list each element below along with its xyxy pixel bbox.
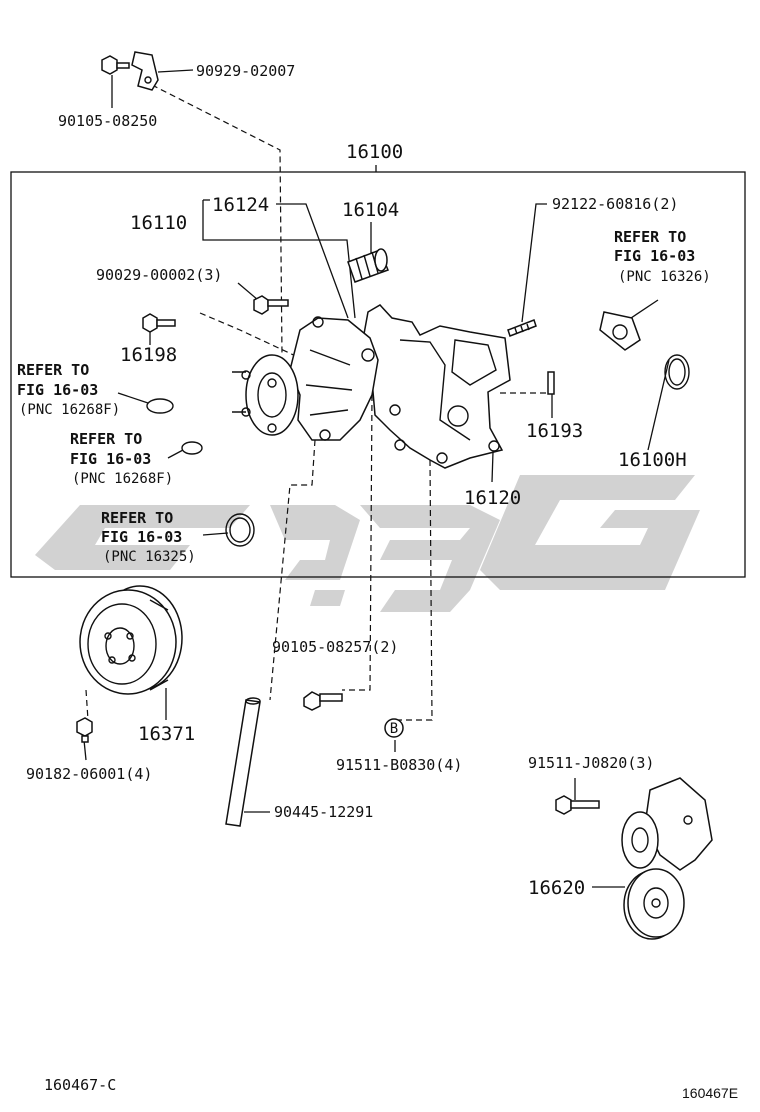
ref-16268f-b-line1: REFER TO (70, 430, 142, 448)
b-marker-label: B (390, 721, 398, 737)
label-16120: 16120 (464, 487, 521, 509)
water-pump-assembly[interactable] (232, 304, 511, 469)
label-16193: 16193 (526, 420, 583, 442)
bracket-part[interactable] (131, 51, 159, 91)
o-ring-16268f-a[interactable] (146, 398, 174, 414)
bolt-91511-j0820-part[interactable] (555, 795, 600, 815)
label-90929-02007: 90929-02007 (196, 62, 295, 80)
gasket-16326-part[interactable] (599, 311, 641, 351)
label-92122-60816: 92122-60816(2) (552, 195, 678, 213)
seal-ring-16325[interactable] (225, 513, 255, 547)
label-16124: 16124 (212, 194, 269, 216)
watermark-logo (35, 475, 700, 612)
bolt-90029-part[interactable] (253, 295, 289, 315)
label-90182-06001: 90182-06001(4) (26, 765, 152, 783)
ref-16326-line1: REFER TO (614, 228, 686, 246)
label-16371: 16371 (138, 723, 195, 745)
bolt-90105-part[interactable] (101, 55, 130, 75)
label-90105-08250: 90105-08250 (58, 112, 157, 130)
ref-16325-line2: FIG 16-03 (101, 528, 182, 546)
reference-note-16326: REFER TO FIG 16-03 (PNC 16326) (614, 228, 711, 285)
ref-16268f-a-line3: (PNC 16268F) (19, 402, 120, 418)
label-16110: 16110 (130, 212, 187, 234)
label-91511-b0830: 91511-B0830(4) (336, 756, 462, 774)
ref-16326-line3: (PNC 16326) (618, 269, 711, 285)
label-90105-08257: 90105-08257(2) (272, 638, 398, 656)
o-ring-16268f-b[interactable] (181, 441, 203, 455)
ref-16325-line3: (PNC 16325) (103, 549, 196, 565)
ref-16325-line1: REFER TO (101, 509, 173, 527)
bolt-90182-part[interactable] (76, 717, 93, 743)
assembly-box-16100 (10, 171, 746, 578)
ref-16268f-b-line3: (PNC 16268F) (72, 471, 173, 487)
label-90445-12291: 90445-12291 (274, 803, 373, 821)
image-code: 160467E (682, 1085, 738, 1101)
label-16198: 16198 (120, 344, 177, 366)
label-16620: 16620 (528, 877, 585, 899)
label-91511-j0820: 91511-J0820(3) (528, 754, 654, 772)
stud-92122-part[interactable] (507, 319, 537, 337)
bolt-90105-08257-part[interactable] (303, 691, 343, 711)
reference-note-16268f-b: REFER TO FIG 16-03 (PNC 16268F) (70, 430, 173, 487)
plug-16104-part[interactable] (347, 248, 389, 283)
dashed-leaders (85, 84, 552, 721)
reference-note-16325: REFER TO FIG 16-03 (PNC 16325) (101, 509, 196, 565)
bolt-16198-part[interactable] (142, 313, 176, 333)
label-16104: 16104 (342, 199, 399, 221)
ref-16268f-a-line2: FIG 16-03 (17, 381, 98, 399)
bolt-91511-b0830-part[interactable]: B (384, 718, 404, 738)
figure-code: 160467-C (44, 1076, 116, 1094)
ref-16268f-b-line2: FIG 16-03 (70, 450, 151, 468)
ref-16268f-a-line1: REFER TO (17, 361, 89, 379)
label-16100: 16100 (346, 141, 403, 163)
tensioner-16620-part[interactable] (621, 777, 713, 940)
label-16100h: 16100H (618, 449, 687, 471)
gasket-16100h-part[interactable] (664, 354, 690, 390)
pulley-16371-part[interactable] (79, 585, 183, 695)
pipe-90445-part[interactable] (225, 697, 261, 827)
reference-note-16268f-a: REFER TO FIG 16-03 (PNC 16268F) (17, 361, 120, 418)
stud-16193-part[interactable] (547, 371, 555, 395)
ref-16326-line2: FIG 16-03 (614, 247, 695, 265)
label-90029-00002: 90029-00002(3) (96, 266, 222, 284)
